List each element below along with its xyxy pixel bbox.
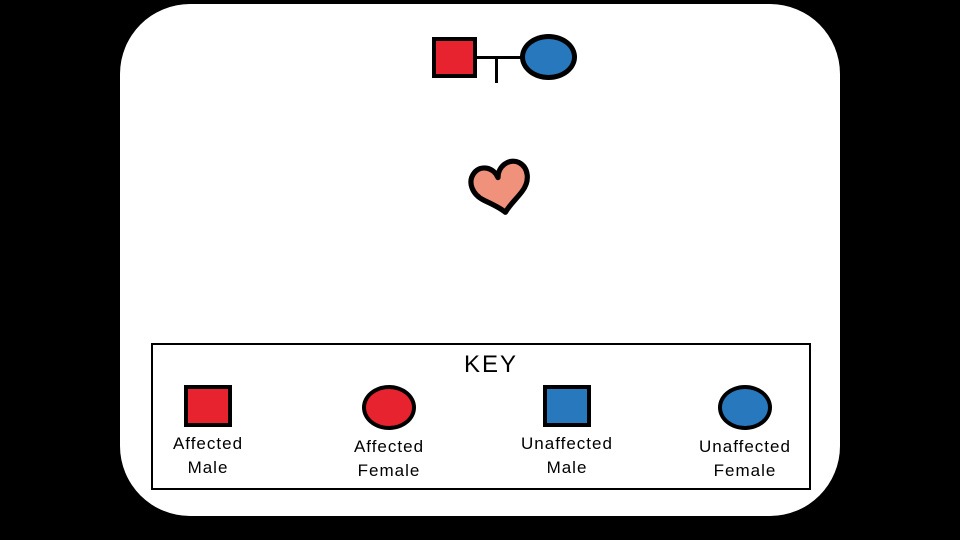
key-item-unaffected-male: Unaffected Male bbox=[482, 385, 652, 480]
key-label-line1: Unaffected bbox=[699, 437, 791, 456]
marriage-line bbox=[474, 56, 524, 59]
key-label-line1: Unaffected bbox=[521, 434, 613, 453]
key-item-affected-male: Affected Male bbox=[123, 385, 293, 480]
unaffected-female-circle-icon bbox=[520, 34, 577, 80]
key-item-label: Affected Male bbox=[173, 432, 243, 480]
key-label-line2: Male bbox=[546, 458, 588, 477]
key-item-label: Unaffected Female bbox=[699, 435, 791, 483]
key-item-unaffected-female: Unaffected Female bbox=[660, 385, 830, 483]
unaffected-female-circle-icon bbox=[718, 385, 772, 430]
descent-line bbox=[495, 56, 498, 83]
key-item-label: Affected Female bbox=[354, 435, 424, 483]
heart-shape bbox=[468, 158, 530, 215]
key-label-line2: Male bbox=[187, 458, 229, 477]
heart-icon bbox=[468, 158, 530, 215]
key-item-label: Unaffected Male bbox=[521, 432, 613, 480]
key-label-line2: Female bbox=[357, 461, 421, 480]
key-title: KEY bbox=[463, 351, 519, 378]
slide-surface: KEY Affected Male Affected Female Unaffe bbox=[120, 4, 840, 516]
key-item-affected-female: Affected Female bbox=[304, 385, 474, 483]
affected-female-circle-icon bbox=[362, 385, 416, 430]
key-label-line2: Female bbox=[713, 461, 777, 480]
affected-male-square-icon bbox=[432, 37, 477, 78]
key-label-line1: Affected bbox=[172, 434, 244, 453]
unaffected-male-square-icon bbox=[543, 385, 591, 427]
affected-male-square-icon bbox=[184, 385, 232, 427]
key-legend: KEY Affected Male Affected Female Unaffe bbox=[151, 343, 811, 490]
key-label-line1: Affected bbox=[353, 437, 425, 456]
